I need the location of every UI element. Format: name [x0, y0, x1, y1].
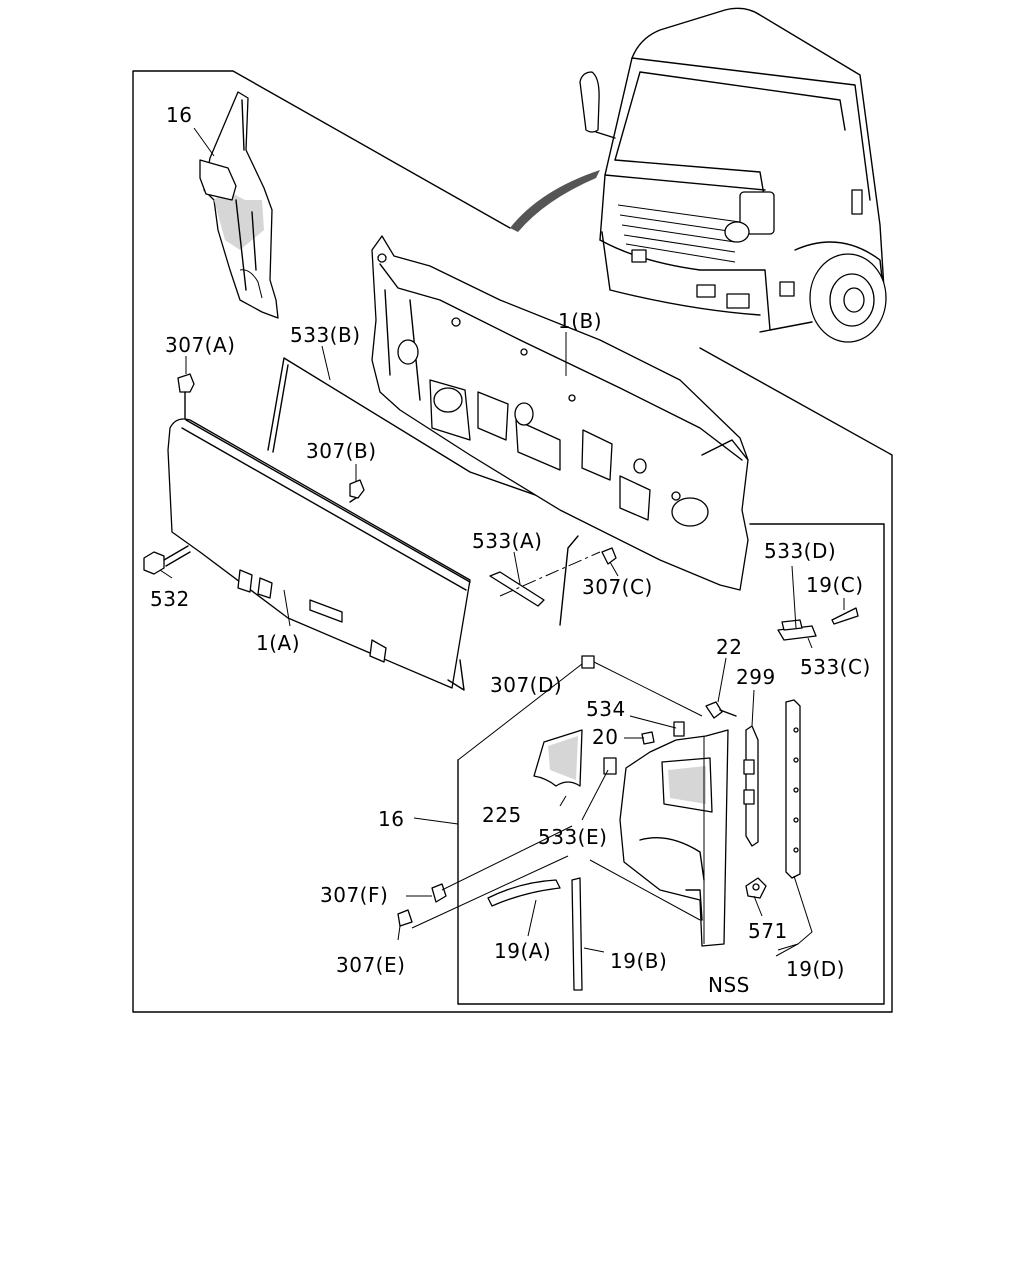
part-532-bolt: [143, 545, 191, 575]
part-19B-seal: [571, 877, 583, 991]
label-19A: 19(A): [494, 939, 551, 963]
part-20-clip: [641, 731, 655, 745]
label-1A: 1(A): [256, 631, 300, 655]
part-1B-cowl-panel: [371, 235, 749, 591]
outer-frame: [132, 70, 893, 1013]
label-533D: 533(D): [764, 539, 836, 563]
part-307C-clip: [601, 547, 617, 565]
inset-box-seals: [457, 523, 885, 1005]
part-19D-seal-strip: [785, 699, 801, 879]
part-1A-front-panel: [167, 418, 471, 691]
label-307A: 307(A): [165, 333, 235, 357]
part-labels: 16 307(A) 533(B) 1(B) 307(B) 533(A) 532 …: [150, 103, 871, 997]
part-533B-seal: [267, 357, 579, 511]
label-225: 225: [482, 803, 522, 827]
part-534-clip: [673, 721, 685, 737]
label-20: 20: [592, 725, 618, 749]
leader-lines: [159, 127, 845, 957]
label-533A: 533(A): [472, 529, 542, 553]
truck-cab-illustration: [510, 7, 887, 343]
part-571-fastener: [745, 877, 767, 899]
label-307D: 307(D): [490, 673, 562, 697]
part-299-bracket: [743, 725, 759, 847]
part-19A-seal: [487, 879, 561, 907]
label-307F: 307(F): [320, 883, 388, 907]
part-225-pad: [533, 729, 583, 807]
part-16-upper-duct: [199, 91, 279, 319]
label-19B: 19(B): [610, 949, 667, 973]
label-307C: 307(C): [582, 575, 653, 599]
part-533E-seal: [603, 757, 617, 775]
label-22: 22: [716, 635, 742, 659]
part-533A-seal: [489, 535, 601, 626]
part-307E-clip: [397, 855, 701, 929]
label-533B: 533(B): [290, 323, 361, 347]
label-534: 534: [586, 697, 626, 721]
label-16-mid: 16: [378, 807, 404, 831]
label-307B: 307(B): [306, 439, 377, 463]
label-19C: 19(C): [806, 573, 864, 597]
part-307A-clip: [177, 373, 195, 419]
label-19D: 19(D): [786, 957, 845, 981]
label-533C: 533(C): [800, 655, 871, 679]
label-NSS: NSS: [708, 973, 750, 997]
label-532: 532: [150, 587, 190, 611]
part-22-screw: [705, 701, 737, 719]
label-307E: 307(E): [336, 953, 405, 977]
nss-side-duct: [619, 729, 729, 947]
part-307D-clip: [457, 655, 703, 761]
label-299: 299: [736, 665, 776, 689]
part-307B-clip: [349, 479, 365, 503]
label-1B: 1(B): [558, 309, 602, 333]
label-571: 571: [748, 919, 788, 943]
part-307F-clip: [431, 825, 573, 903]
label-533E: 533(E): [538, 825, 607, 849]
label-16-top: 16: [166, 103, 192, 127]
